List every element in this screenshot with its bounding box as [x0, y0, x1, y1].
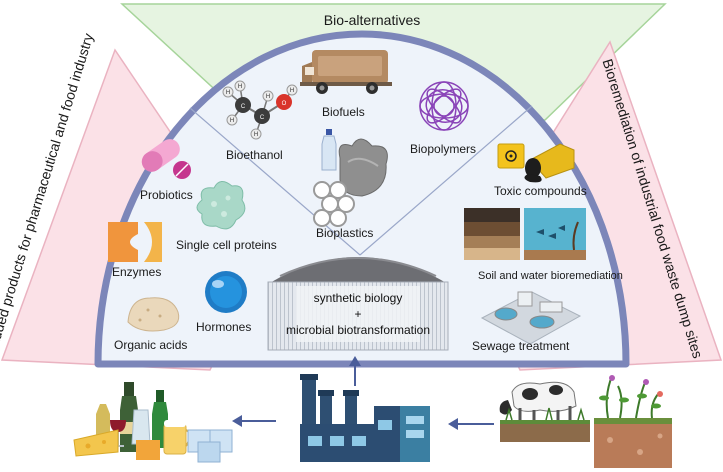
- biopolymer-icon: [419, 81, 469, 131]
- atom-label: O: [282, 101, 287, 107]
- label-probiotics: Probiotics: [140, 188, 193, 202]
- plants-soil-icon: [594, 375, 672, 468]
- cow-farm-icon: [499, 381, 590, 442]
- label-hormones: Hormones: [196, 320, 251, 334]
- soil-layers-icon: [464, 208, 520, 260]
- toxic-barrel-icon: [497, 143, 575, 183]
- divider-right: [359, 105, 533, 256]
- atom-label: C: [260, 115, 265, 121]
- probiotic-pill-icon: [141, 139, 191, 179]
- label-enzymes: Enzymes: [112, 265, 161, 279]
- aquarium-icon: [524, 208, 586, 260]
- factory-icon: [300, 374, 430, 462]
- arrow-to-factory: [448, 418, 494, 430]
- plastic-rings-icon: [313, 181, 355, 227]
- plastic-bottle-icon: [321, 129, 337, 171]
- section-title-bio-alternatives: Bio-alternatives: [324, 12, 421, 28]
- organic-acid-powder-icon: [127, 297, 180, 332]
- hormone-sphere-icon: [205, 271, 247, 313]
- label-biopolymers: Biopolymers: [410, 142, 476, 156]
- label-single-cell-proteins: Single cell proteins: [176, 238, 277, 252]
- label-sewage-treatment: Sewage treatment: [472, 339, 570, 353]
- sewage-plant-icon: [480, 291, 582, 345]
- label-toxic-compounds: Toxic compounds: [494, 184, 587, 198]
- atom-label: H: [290, 88, 294, 94]
- center-line-1: synthetic biology: [314, 291, 403, 305]
- atom-label: H: [266, 94, 270, 100]
- label-bioethanol: Bioethanol: [226, 148, 283, 162]
- van-icon: [300, 50, 392, 94]
- enzyme-icon: [108, 222, 162, 262]
- single-cell-protein-icon: [196, 181, 246, 230]
- center-line-2: +: [354, 307, 361, 321]
- atom-label: H: [238, 84, 242, 90]
- label-biofuels: Biofuels: [322, 105, 365, 119]
- arrow-to-products: [232, 415, 276, 427]
- atom-label: C: [241, 104, 246, 110]
- label-bioplastics: Bioplastics: [316, 226, 373, 240]
- atom-label: H: [254, 132, 258, 138]
- ethanol-atom-labels: H H H C C O H H H: [226, 84, 294, 138]
- center-line-3: microbial biotransformation: [286, 323, 430, 337]
- atom-label: H: [230, 118, 234, 124]
- arrow-up: [349, 356, 361, 386]
- bioreactor-icon: [267, 257, 449, 351]
- label-organic-acids: Organic acids: [114, 338, 187, 352]
- atom-label: H: [226, 90, 230, 96]
- food-products-icon: [73, 382, 233, 463]
- label-soil-water-bioremediation: Soil and water bioremediation: [478, 270, 623, 282]
- plastic-bag-icon: [338, 138, 388, 197]
- ethanol-molecule-icon: [222, 80, 298, 140]
- divider-left: [189, 107, 361, 256]
